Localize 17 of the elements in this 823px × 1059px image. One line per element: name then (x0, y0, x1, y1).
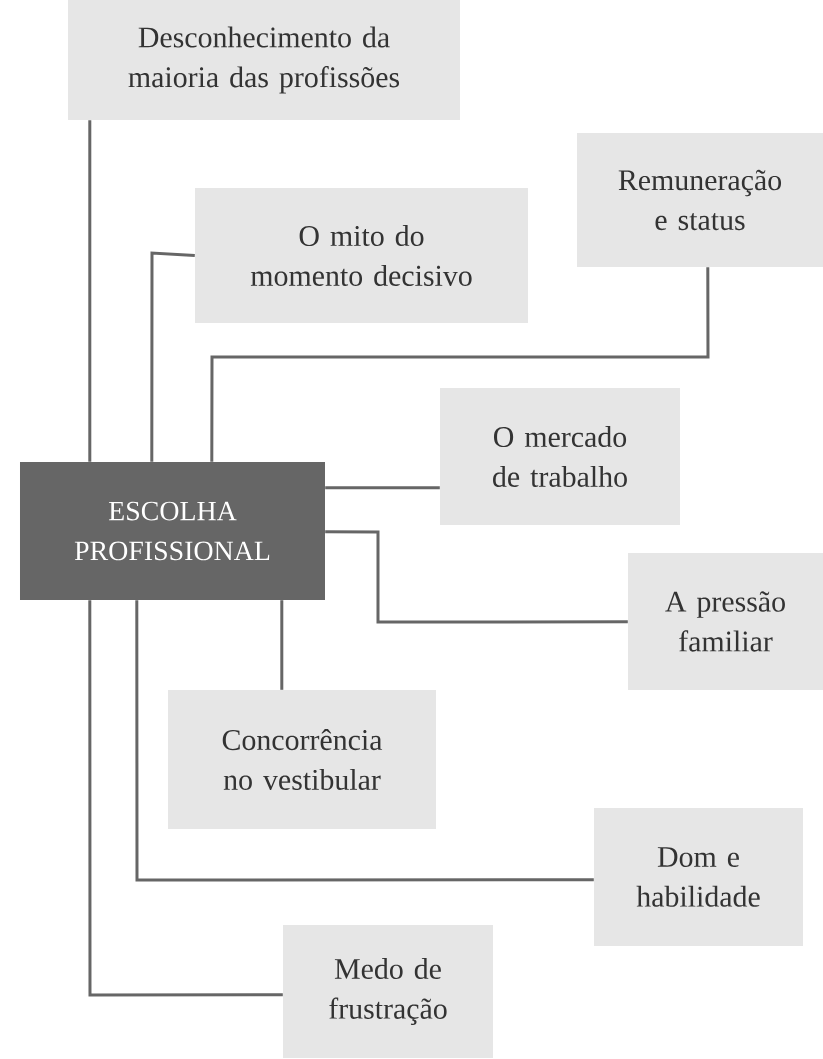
topic-box: Desconhecimento da maioria das profissões (68, 0, 460, 120)
connector-line (325, 530, 628, 624)
connector-line (325, 486, 440, 490)
central-box: ESCOLHA PROFISSIONAL (20, 462, 325, 600)
connector-line (210, 267, 710, 462)
topic-box: Dom e habilidade (594, 808, 803, 946)
connector-line (150, 251, 195, 462)
connector-line (280, 600, 284, 690)
topic-box: Remuneração e status (577, 133, 823, 267)
topic-box: O mercado de trabalho (440, 388, 680, 525)
topic-box: Concorrência no vestibular (168, 690, 436, 829)
connector-line (88, 120, 92, 462)
connector-line (88, 600, 283, 997)
topic-box: A pressão familiar (628, 553, 823, 690)
topic-box: Medo de frustração (283, 925, 493, 1058)
connector-line (135, 600, 594, 882)
topic-box: O mito do momento decisivo (195, 188, 528, 323)
